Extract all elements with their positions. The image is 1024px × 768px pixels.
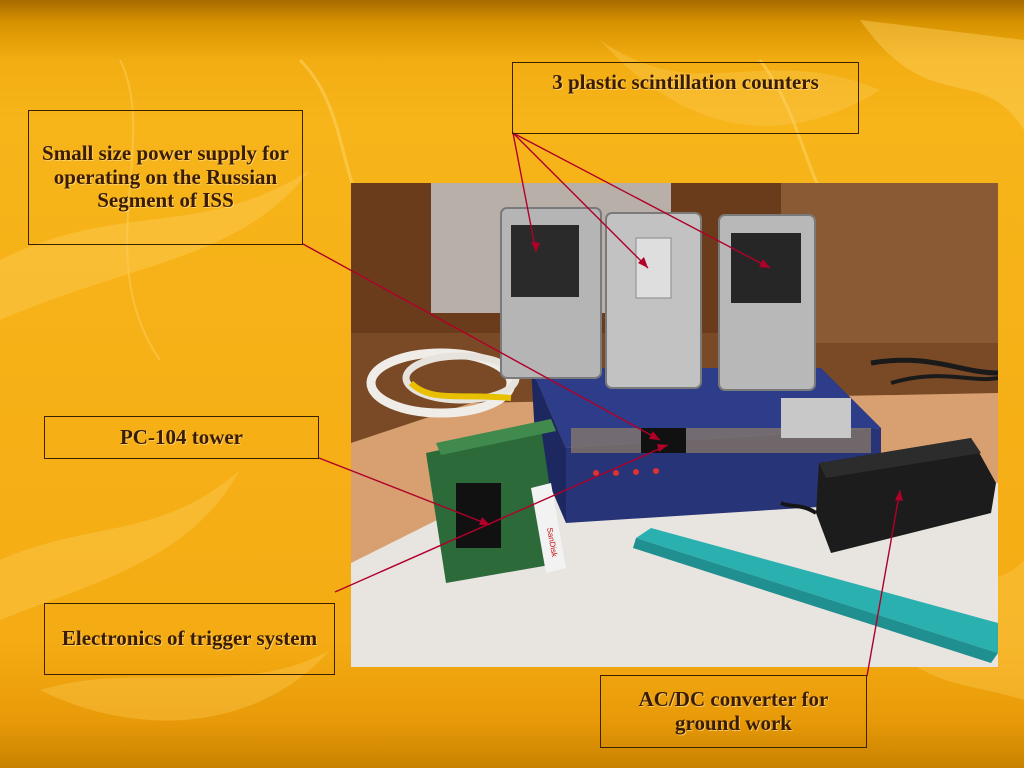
equipment-illustration: SanDisk <box>351 183 998 667</box>
label-acdc-converter: AC/DC converter for ground work <box>600 675 867 748</box>
label-scintillation-counters-text: 3 plastic scintillation counters <box>552 70 819 94</box>
label-power-supply: Small size power supply for operating on… <box>28 110 303 245</box>
label-trigger-electronics: Electronics of trigger system <box>44 603 335 675</box>
label-scintillation-counters: 3 plastic scintillation counters <box>512 62 859 134</box>
label-trigger-electronics-text: Electronics of trigger system <box>61 626 318 651</box>
label-acdc-converter-text: AC/DC converter for ground work <box>638 686 829 735</box>
label-power-supply-text: Small size power supply for operating on… <box>42 141 289 213</box>
equipment-photo: SanDisk <box>351 183 998 667</box>
label-pc104-tower-text: PC-104 tower <box>119 424 244 449</box>
label-pc104-tower: PC-104 tower <box>44 416 319 459</box>
